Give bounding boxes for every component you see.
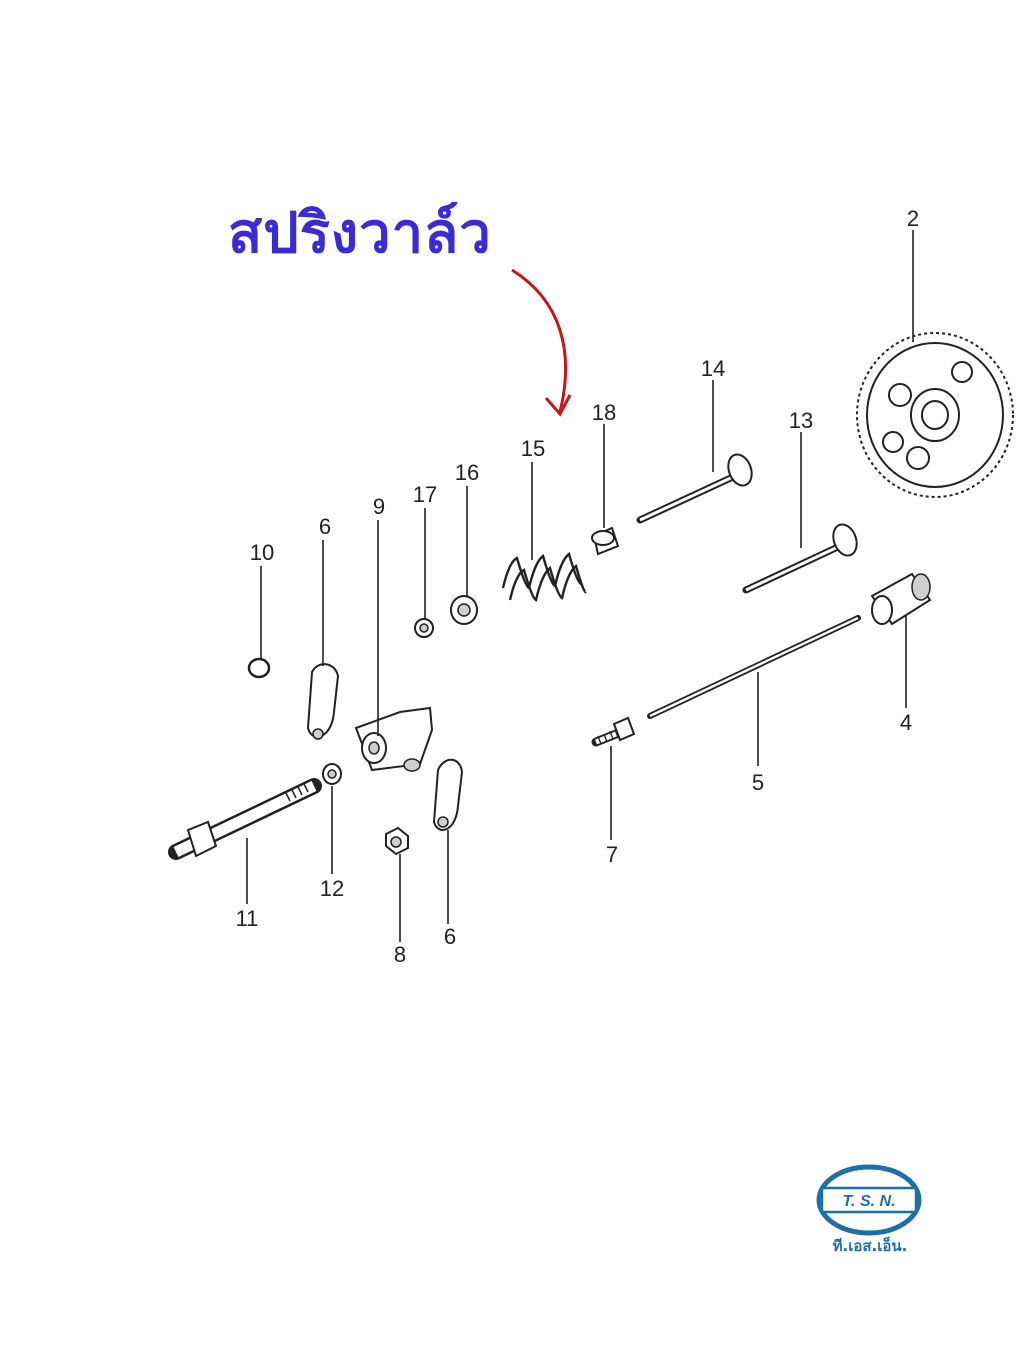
logo-caption: ที.เอส.เอ็น. [832,1237,908,1255]
callout-15: 15 [521,436,545,461]
part-4-sleeve [870,572,932,626]
part-8-nut [385,826,409,856]
callout-12: 12 [320,876,344,901]
part-16-seat [450,595,478,625]
callout-11: 11 [236,906,259,931]
part-18-retainer [591,526,620,556]
callout-16: 16 [455,460,479,485]
callout-7: 7 [606,842,618,867]
part-5-push-rod [647,615,861,719]
callout-6-lower: 6 [444,924,456,949]
callout-4: 4 [900,710,912,735]
part-12-washer [322,763,342,785]
callout-5: 5 [752,770,764,795]
part-7-adjusting-screw [591,716,636,747]
callout-6-upper: 6 [319,514,331,539]
callout-13: 13 [789,408,813,433]
part-14-valve [636,453,753,524]
part-15-valve-spring [501,551,588,602]
callout-14: 14 [701,356,725,381]
part-6-rocker-arm-upper [306,663,340,740]
part-10-circlip [247,657,271,679]
part-11-stud-bolt [168,778,322,860]
callout-18: 18 [592,400,616,425]
part-2-cam-gear [856,332,1014,498]
callout-17: 17 [413,482,437,507]
part-13-valve [742,523,858,594]
callout-2: 2 [907,206,919,231]
pointer-arrow-icon [511,268,572,417]
callout-10: 10 [250,540,274,565]
tsn-logo: T. S. N. [816,1164,922,1236]
logo-text: T. S. N. [842,1193,895,1210]
part-17-collet [414,618,434,638]
part-6-rocker-arm-lower [432,758,464,831]
callout-9: 9 [373,494,385,519]
callout-8: 8 [394,942,406,967]
part-9-rocker-holder [354,706,434,772]
diagram-heading: สปริงวาล์ว [228,200,492,266]
